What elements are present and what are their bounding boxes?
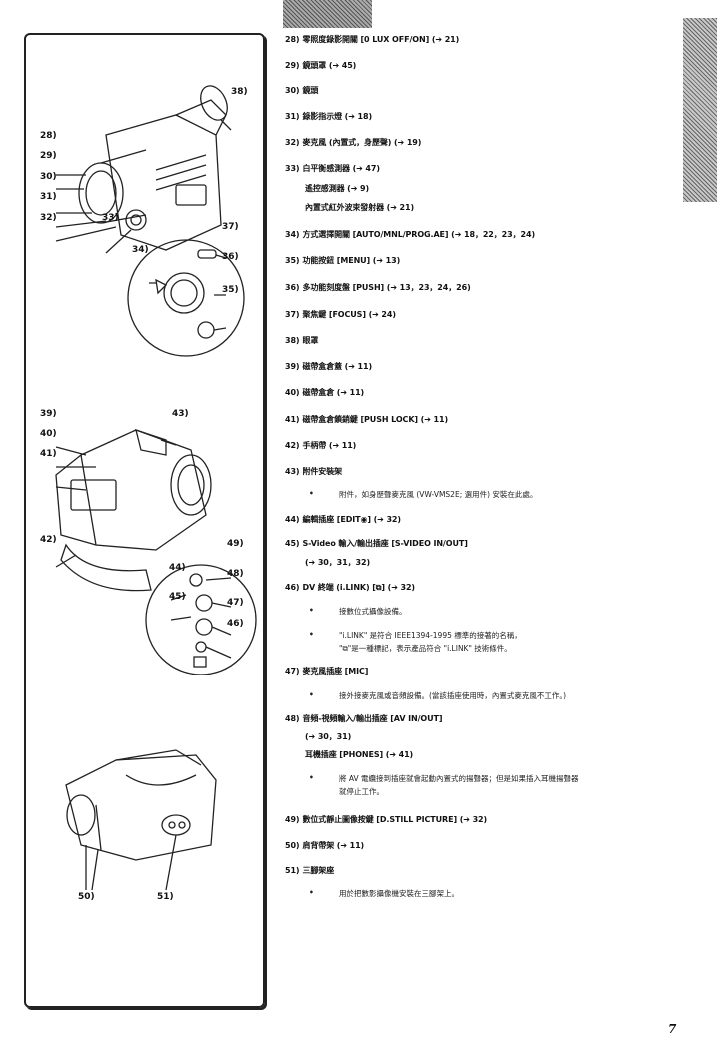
list-item: (➔ 30，31，32) <box>305 558 370 567</box>
list-item: (➔ 30，31) <box>305 732 352 741</box>
callout-35: 35) <box>222 285 239 295</box>
page-number: 7 <box>668 1022 677 1036</box>
callout-36: 36) <box>222 252 239 262</box>
callout-40: 40) <box>40 429 57 439</box>
callout-34: 34) <box>132 245 149 255</box>
list-item: 34)方式選擇開關 [AUTO/MNL/PROG.AE] (➔ 18，22，23… <box>285 230 535 239</box>
callout-32: 32) <box>40 213 57 223</box>
list-item: 32)麥克風 (內置式，身歷聲) (➔ 19) <box>285 138 422 147</box>
callout-48: 48) <box>227 569 244 579</box>
list-item: 45)S-Video 輸入/輸出插座 [S-VIDEO IN/OUT] <box>285 539 468 548</box>
list-item: 51)三腳架座 <box>285 866 335 875</box>
list-item: 39)磁帶盒倉蓋 (➔ 11) <box>285 362 373 371</box>
callout-44: 44) <box>169 563 186 573</box>
list-item: 35)功能按鈕 [MENU] (➔ 13) <box>285 256 401 265</box>
callout-31: 31) <box>40 192 57 202</box>
list-item: 48)音頻-視頻輸入/輸出插座 [AV IN/OUT] <box>285 714 443 723</box>
list-item: 46)DV 終端 (i.LINK) [⧉] (➔ 32) <box>285 583 415 592</box>
list-item: 29)鏡頭罩 (➔ 45) <box>285 61 357 70</box>
callout-37: 37) <box>222 222 239 232</box>
callout-42: 42) <box>40 535 57 545</box>
list-item: 內置式紅外波束發射器 (➔ 21) <box>305 203 415 212</box>
list-item: 耳機插座 [PHONES] (➔ 41) <box>305 750 414 759</box>
list-item: 44)編輯插座 [EDIT◉] (➔ 32) <box>285 515 401 524</box>
callout-43: 43) <box>172 409 189 419</box>
list-item: 31)錄影指示燈 (➔ 18) <box>285 112 373 121</box>
list-item: 遙控感測器 (➔ 9) <box>305 184 370 193</box>
list-item: 47)麥克風插座 [MIC] <box>285 667 369 676</box>
callout-29: 29) <box>40 151 57 161</box>
callout-46: 46) <box>227 619 244 629</box>
list-item: 37)聚焦鍵 [FOCUS] (➔ 24) <box>285 310 396 319</box>
list-item: 43)附件安裝架 <box>285 467 342 476</box>
list-item: 33)白平衡感測器 (➔ 47) <box>285 164 380 173</box>
camcorder-cassette-figure <box>55 429 257 675</box>
list-item: 40)磁帶盒倉 (➔ 11) <box>285 388 365 397</box>
side-index-tab <box>683 18 717 202</box>
callout-33: 33) <box>102 213 119 223</box>
callout-50: 50) <box>78 892 95 902</box>
list-item: 30)鏡頭 <box>285 86 319 95</box>
callout-28: 28) <box>40 131 57 141</box>
camcorder-front-figure <box>55 85 245 357</box>
figure-panel: 28) 29) 30) 31) 32) 33) 34) 35) 36) 37) … <box>24 33 265 1008</box>
callout-41: 41) <box>40 449 57 459</box>
list-item: 38)眼罩 <box>285 336 319 345</box>
callout-47: 47) <box>227 598 244 608</box>
list-item: 42)手柄帶 (➔ 11) <box>285 441 357 450</box>
callout-38: 38) <box>231 87 248 97</box>
callout-39: 39) <box>40 409 57 419</box>
callout-51: 51) <box>157 892 174 902</box>
list-item: 50)肩背帶架 (➔ 11) <box>285 841 365 850</box>
list-item: 28)零照度錄影開關 [0 LUX OFF/ON] (➔ 21) <box>285 35 460 44</box>
callout-30: 30) <box>40 172 57 182</box>
section-header-tab <box>283 0 372 28</box>
list-item: 41)磁帶盒倉鎖銷鍵 [PUSH LOCK] (➔ 11) <box>285 415 449 424</box>
list-item: 36)多功能刻度盤 [PUSH] (➔ 13，23，24，26) <box>285 283 471 292</box>
camcorder-rear-figure <box>65 749 217 891</box>
list-item: 49)數位式靜止圖像按鍵 [D.STILL PICTURE] (➔ 32) <box>285 815 488 824</box>
callout-49: 49) <box>227 539 244 549</box>
callout-45: 45) <box>169 592 186 602</box>
